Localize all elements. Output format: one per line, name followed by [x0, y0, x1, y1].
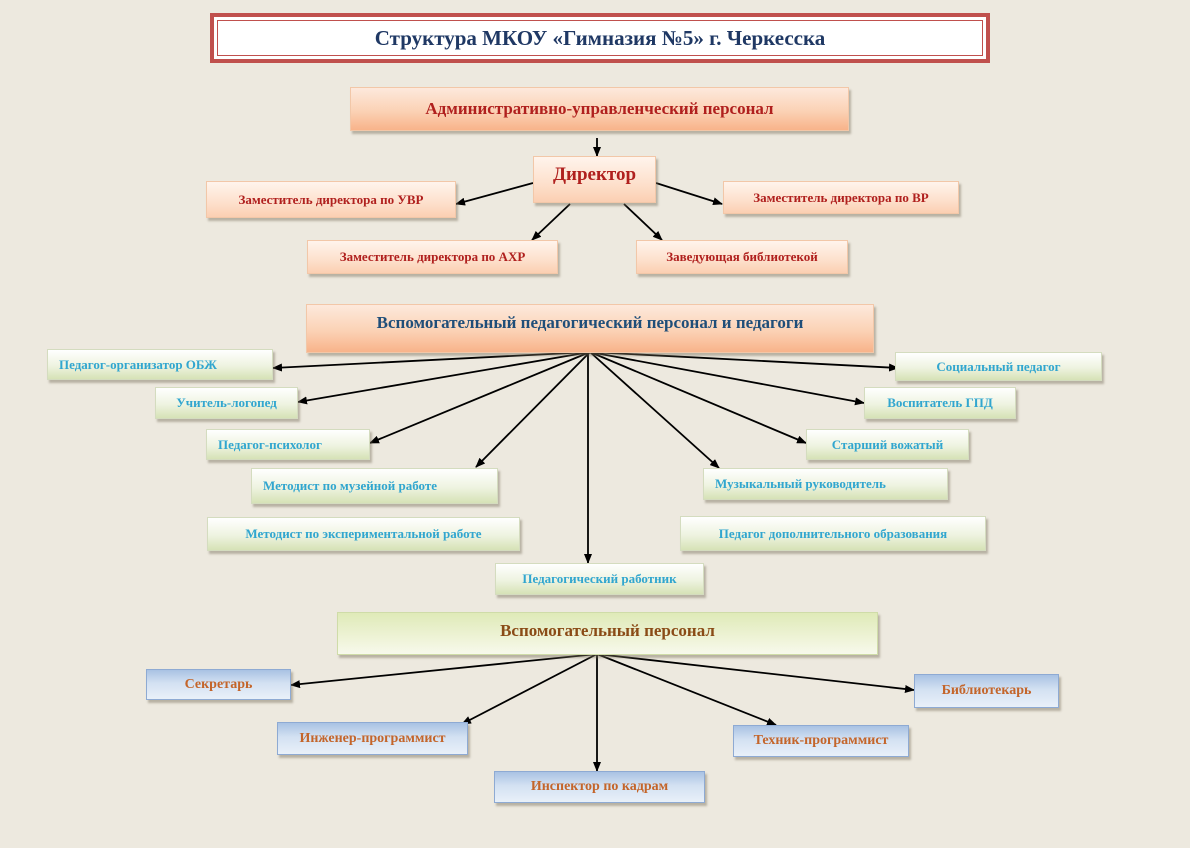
admin-header: Административно-управленческий персонал: [350, 87, 849, 131]
ped-additional-edu-box: Педагог дополнительного образования: [680, 516, 986, 551]
arrow-director-to-uvr: [455, 182, 534, 206]
ped-vozhaty-box: Старший вожатый: [806, 429, 969, 460]
arrow-sup-to-secretary: [290, 653, 598, 689]
support-secretary-box: Секретарь: [146, 669, 291, 700]
arrow-ped-to-music: [589, 351, 720, 469]
ped-experimental-box: Методист по экспериментальной работе: [207, 517, 520, 551]
ped-worker-box: Педагогический работник: [495, 563, 704, 595]
arrow-ped-to-vozhaty: [589, 351, 807, 444]
ped-social-box: Социальный педагог: [895, 352, 1102, 381]
arrow-ped-to-psych: [369, 351, 591, 444]
arrow-sup-to-librarian: [596, 653, 915, 693]
arrow-sup-to-technician: [596, 653, 777, 726]
arrow-ped-to-museum: [475, 351, 591, 468]
arrow-sup-to-engineer: [461, 653, 598, 725]
deputy-ahr-box: Заместитель директора по АХР: [307, 240, 558, 274]
arrow-director-to-vr: [655, 182, 723, 206]
ped-museum-box: Методист по музейной работе: [251, 468, 498, 504]
chart-title: Структура МКОУ «Гимназия №5» г. Черкесск…: [374, 25, 826, 50]
deputy-uvr-box: Заместитель директора по УВР: [206, 181, 456, 218]
ped-music-box: Музыкальный руководитель: [703, 468, 948, 500]
arrow-ped-to-gpd: [589, 351, 865, 406]
ped-obzh-box: Педагог-организатор ОБЖ: [47, 349, 273, 380]
arrow-director-to-library: [623, 203, 663, 241]
support-inspector-box: Инспектор по кадрам: [494, 771, 705, 803]
support-header: Вспомогательный персонал: [337, 612, 878, 655]
arrow-director-to-ahr: [531, 203, 571, 241]
pedagogical-header: Вспомогательный педагогический персонал …: [306, 304, 874, 353]
support-engineer-box: Инженер-программист: [277, 722, 468, 755]
deputy-vr-box: Заместитель директора по ВР: [723, 181, 959, 214]
director-box: Директор: [533, 156, 656, 203]
support-technician-box: Техник-программист: [733, 725, 909, 757]
arrow-ped-to-social: [589, 351, 899, 372]
library-head-box: Заведующая библиотекой: [636, 240, 848, 274]
ped-logoped-box: Учитель-логопед: [155, 387, 298, 419]
ped-gpd-box: Воспитатель ГПД: [864, 387, 1016, 419]
ped-psych-box: Педагог-психолог: [206, 429, 370, 460]
chart-title-frame: Структура МКОУ «Гимназия №5» г. Черкесск…: [210, 13, 990, 63]
support-librarian-box: Библиотекарь: [914, 674, 1059, 708]
arrow-ped-to-logoped: [297, 351, 591, 405]
arrow-ped-to-obzh: [272, 351, 591, 372]
